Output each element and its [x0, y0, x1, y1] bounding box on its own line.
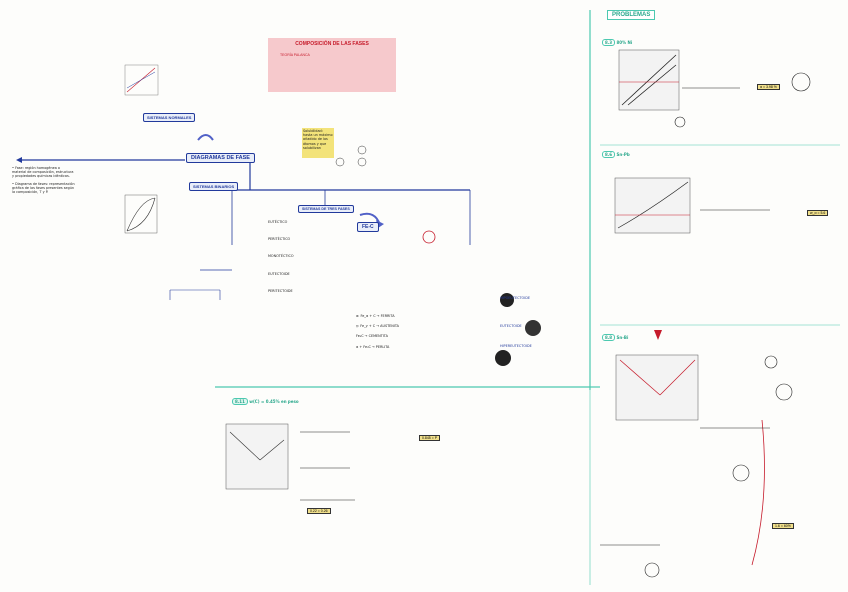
fe-c-title: FE-C [357, 222, 379, 232]
peritectic-label: PERITÉCTICO [268, 237, 291, 242]
problem-8-3-header: 8.3 80% Ni [602, 39, 633, 46]
monotectic-label: MONOTÉCTICO [268, 254, 294, 259]
eutectic-label: EUTÉCTICO [268, 220, 288, 224]
note-line: la composición, T y P. [12, 190, 49, 195]
problem-8-6-header: 8.6 Sn-Pb [602, 151, 630, 158]
general-types-title: SISTEMAS NORMALES [143, 113, 196, 122]
concentration-subtitle: TEORÍA PALANCA [280, 53, 310, 57]
chart-8-6 [614, 177, 691, 234]
left-notes: • Fase: región homogénea o material de c… [12, 166, 92, 194]
answer-box: 0.22 = 0.26 [307, 508, 331, 514]
problems-title-text: PROBLEMAS [612, 12, 651, 18]
peritectoid-label: PERITECTOIDE [268, 288, 293, 293]
problem-id: 8.11 [232, 398, 248, 405]
sticky-note-text: Solubilidad: hasta un máximo añadido de … [303, 129, 333, 150]
concentration-box: COMPOSICIÓN DE LAS FASES TEORÍA PALANCA [268, 38, 396, 92]
answer-box: w_α = 5.6 [807, 210, 829, 216]
answer-box: 1.6 = 60% [772, 523, 794, 529]
fe-c-list: α: Fe_α + C → FERRITA γ: Fe_γ + C → AUST… [356, 314, 426, 349]
answer-box: α = 3.98 % [757, 84, 780, 90]
binary-systems-title: SISTEMAS BINARIOS [189, 182, 239, 191]
micro-label-hypo: HIPOEUTECTOIDE [500, 296, 530, 300]
fe-c-item: α + Fe₃C → PERLITA [356, 344, 390, 349]
note-line: y propiedades químicas idénticas. [12, 174, 70, 179]
note-line: • Fase: región homogénea o [12, 166, 60, 170]
three-phase-list: EUTÉCTICO PERITÉCTICO MONOTÉCTICO EUTECT… [268, 220, 328, 293]
answer-box: 0.845 = P [419, 435, 441, 441]
binary-systems-text: SISTEMAS BINARIOS [193, 184, 235, 189]
chart-8-11 [225, 423, 289, 490]
fe-c-text: FE-C [362, 224, 374, 230]
problem-label: 80% Ni [616, 40, 633, 45]
fe-c-item: α: Fe_α + C → FERRITA [356, 314, 395, 318]
chart-8-8 [615, 354, 699, 421]
problem-id: 8.6 [602, 151, 616, 158]
problem-8-11-header: 8.11 w(C) = 0.45% en peso [232, 398, 299, 405]
three-phase-title: SISTEMAS DE TRES FASES [298, 205, 354, 213]
phase-diagram-title-text: DIAGRAMAS DE FASE [191, 155, 250, 161]
problem-id: 8.3 [602, 39, 616, 46]
note-line: • Diagrama de fases: representación [12, 181, 75, 186]
fe-c-item: γ: Fe_γ + C → AUSTENITA [356, 324, 399, 329]
note-line: material de composición, estructura [12, 170, 74, 175]
eutectoid-label: EUTECTOIDE [268, 271, 290, 276]
problem-label: w(C) = 0.45% en peso [249, 399, 299, 404]
micro-label-hyper: HIPEREUTECTOIDE [500, 344, 532, 348]
micro-label-eutectoid: EUTECTOIDE [500, 324, 522, 328]
problem-label: Sn-Pb [616, 152, 630, 157]
phase-diagram-title: DIAGRAMAS DE FASE [186, 153, 255, 163]
sticky-note: Solubilidad: hasta un máximo añadido de … [302, 128, 334, 158]
concentration-title: COMPOSICIÓN DE LAS FASES [295, 41, 369, 47]
problem-label: Sn-Bi [616, 335, 629, 340]
problems-title: PROBLEMAS [607, 10, 656, 20]
fe-c-item: Fe₃C → CEMENTITA [356, 334, 388, 339]
problem-8-8-header: 8.8 Sn-Bi [602, 334, 629, 341]
note-line: gráfica de las fases presentes según [12, 185, 75, 190]
problem-id: 8.8 [602, 334, 616, 341]
three-phase-text: SISTEMAS DE TRES FASES [302, 207, 350, 211]
general-types-text: SISTEMAS NORMALES [147, 115, 192, 120]
